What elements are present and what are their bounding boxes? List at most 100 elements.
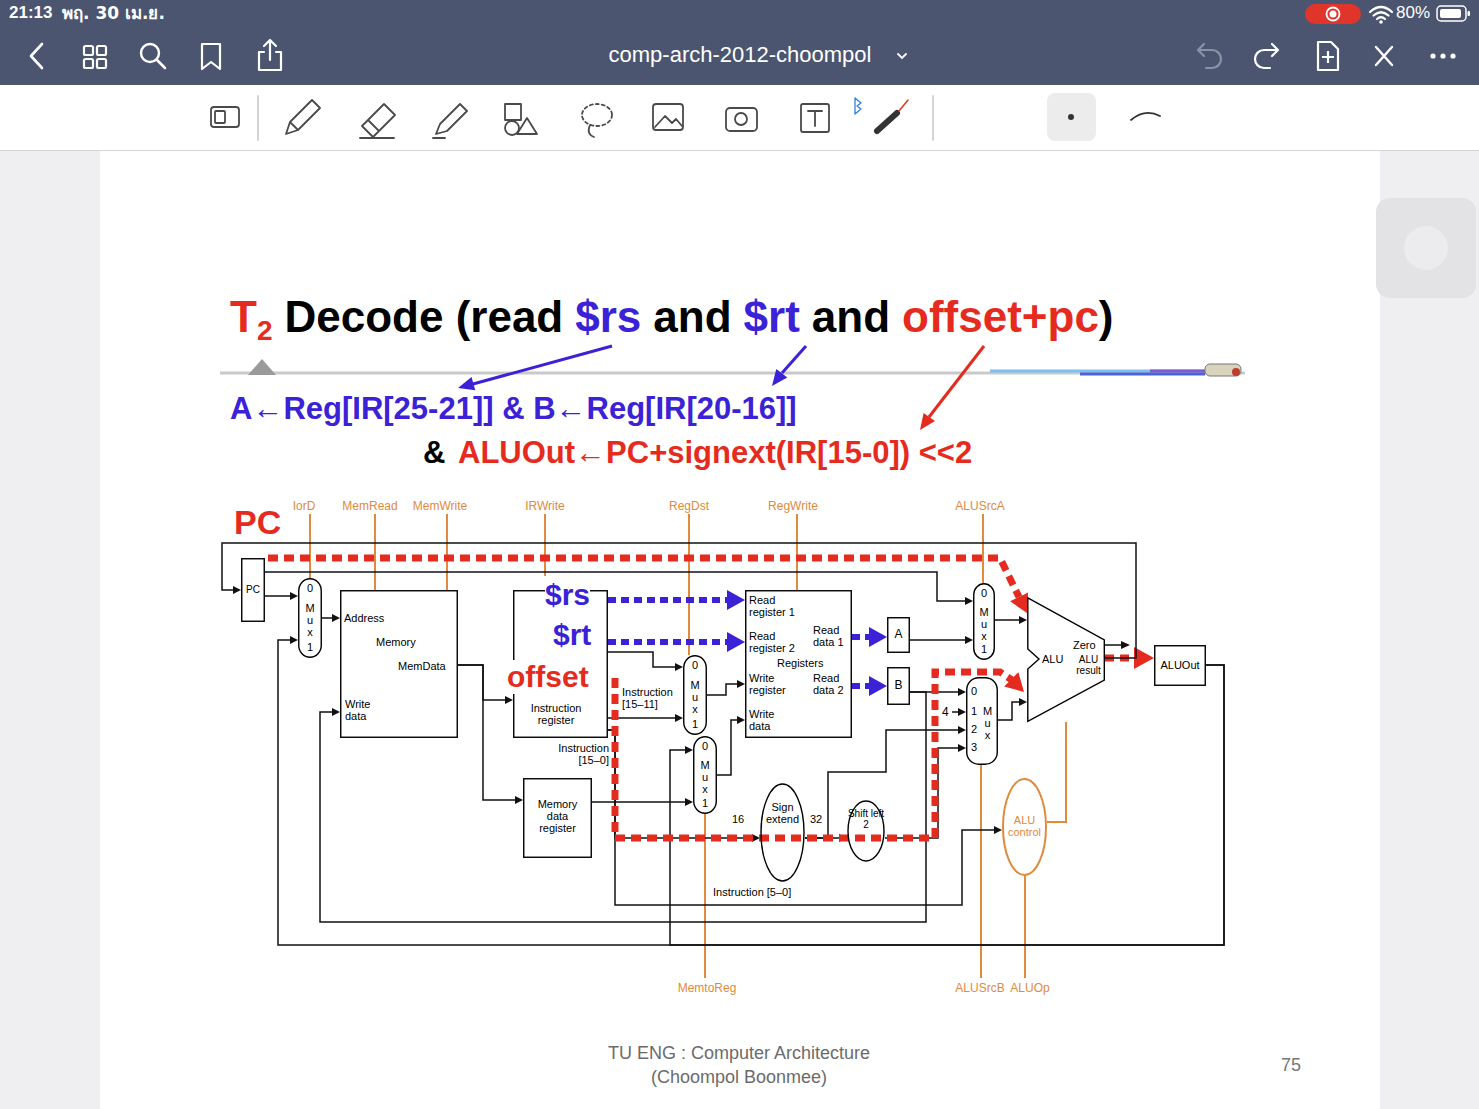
ellipse-outline [848,801,884,861]
toolbar-divider [932,96,934,140]
control-line [1024,876,1026,978]
wifi-dot [1379,20,1383,24]
connector [852,676,887,696]
toolbar [0,85,1479,150]
connector [608,652,683,671]
control-signal: ALUSrcB [940,981,1020,995]
control-signal: IRWrite [505,499,585,513]
underline-car [1205,364,1241,376]
node-text: M u x [983,705,992,741]
title-underline-accent [990,370,1210,373]
lasso-tail [589,125,594,137]
node-text: 1 [973,643,995,655]
wire [1047,722,1066,822]
node-text: 3 [970,741,978,753]
register-transfer: A←Reg[IR[25-21]] & B←Reg[IR[20-16]] [230,390,797,427]
highlight-arrowhead [1010,593,1028,614]
register-box: A [887,617,910,653]
close-icon [1376,47,1392,65]
redo-icon [1255,44,1278,68]
annotation-arrow [473,346,612,384]
image-icon [653,104,683,130]
node-text: Read data 1 [813,624,849,648]
back-icon [31,44,42,68]
side-button [1376,198,1476,298]
wire [608,652,677,667]
mux-outline [974,584,995,660]
bus-label: Instruction [5–0] [713,886,791,899]
underline-mountain [248,359,276,375]
arrowhead [869,676,887,696]
arrowhead [727,590,745,610]
arrowhead [505,696,513,704]
node-text: Memory [376,636,416,648]
battery-fill [1440,9,1461,18]
arrowhead [869,627,887,647]
node-text: Zero [1073,639,1096,651]
undo-icon [1198,44,1221,68]
shape-outline [760,783,805,882]
pen-icon [286,100,320,134]
highlight-arrowhead [1004,672,1024,692]
bus-label: Instruction [15–0] [549,742,609,766]
shape-outline [966,677,998,765]
mux-outline [967,678,998,765]
node-text: M u x [980,606,989,642]
shapes-icon-circle [505,121,519,135]
arrowhead [1134,647,1154,669]
side-button-dot [1404,226,1448,270]
wire [885,748,960,838]
connector [265,592,298,600]
wire [852,683,871,689]
wire [852,634,871,640]
alu-outline [1028,598,1105,722]
status-date: พฤ. 30 เม.ย. [62,3,165,23]
control-signal: MemWrite [400,499,480,513]
alu-control-unit: ALU control [1002,778,1047,876]
node-text: 1 [693,797,717,809]
control-signal: RegWrite [753,499,833,513]
node-text: ALU [1042,653,1063,665]
arrowhead [958,708,966,716]
ellipse-outline [761,784,804,881]
grid-cell [97,59,106,68]
field-callout: $rs [545,578,590,612]
box-outline [524,779,592,858]
node-text: 0 [693,740,717,752]
field-callout: $rt [553,618,591,652]
multiplexer: 0M u x1 [693,736,717,814]
box-outline [242,559,265,622]
register-transfer: ALUOut←PC+signext(IR[15-0]) <<2 [458,434,972,471]
footer-text: TU ENG : Computer Architecture (Choompol… [589,1041,889,1089]
shapes-icon [505,104,537,134]
title-part: $rt [744,292,800,342]
node-text: ALU control [1002,814,1047,838]
control-signal: MemRead [330,499,410,513]
search-handle [157,60,165,68]
arrowhead [727,632,745,652]
arrowhead [958,726,966,734]
arrowhead [332,708,340,716]
add-page-icon [1318,42,1338,70]
zoom-icon [211,107,239,127]
connector [805,726,966,838]
arrowhead [1121,641,1130,649]
node-text: Write data [749,708,789,732]
node-text: A [887,628,910,641]
pen-size-dot [1068,114,1074,120]
arrowhead [737,716,745,724]
title-part: and [812,292,890,342]
multiplexer: 0123M u x [966,677,998,765]
arrowhead [965,636,973,644]
constant-value: 4 [942,705,949,719]
camera-icon [726,108,757,131]
toolbar-divider [257,96,259,140]
arrowhead [675,663,683,671]
image-icon-hill [655,116,682,127]
title-part: offset+pc [902,292,1099,342]
control-line [446,514,448,590]
title-underline-accent [1080,373,1205,376]
node-text: Write register [749,672,803,696]
connector [998,698,1027,720]
control-line [309,514,311,578]
